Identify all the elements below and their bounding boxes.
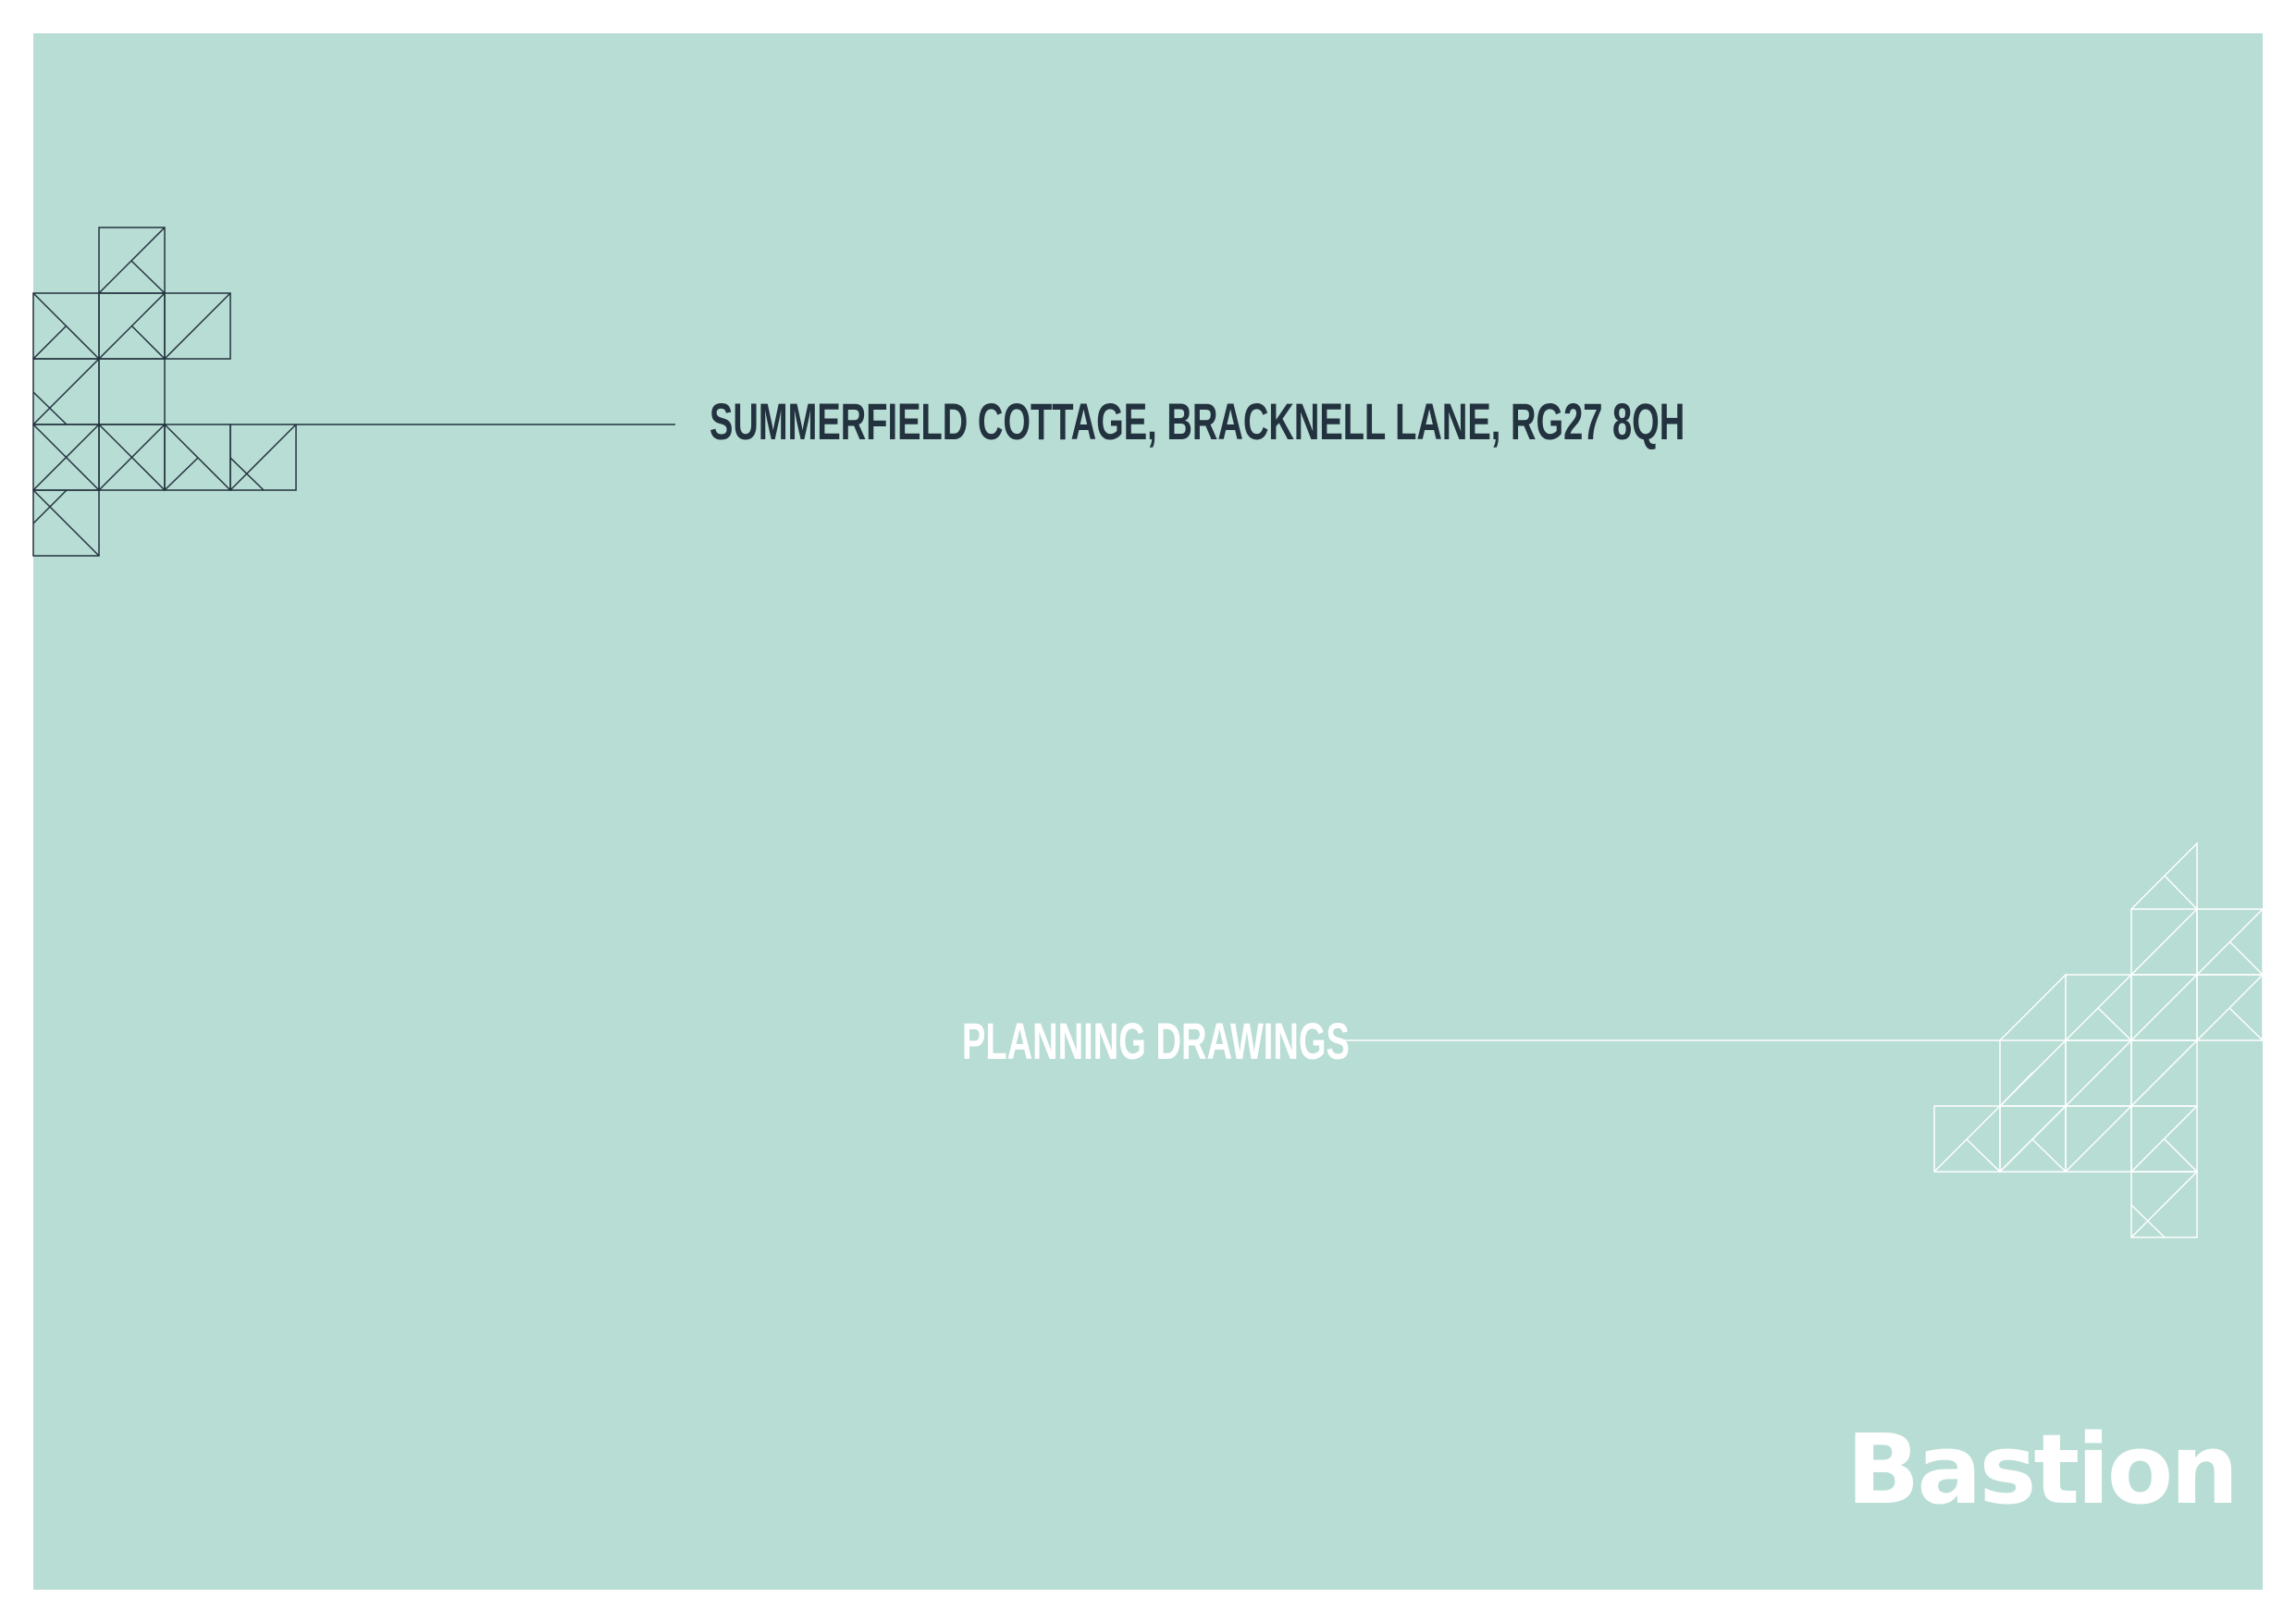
project-title: SUMMERFIELD COTTAGE, BRACKNELL LANE, RG2… [710,392,1685,450]
logo-wordmark: Bastion [1846,1413,2239,1526]
document-type-title: PLANNING DRAWINGS [962,1012,1350,1070]
top-left-triangle-pattern [32,227,675,557]
cover-panel [33,33,2263,1590]
bottom-right-triangle-pattern [1339,842,2264,1238]
bastion-logo: Bastion [1846,1419,2239,1520]
